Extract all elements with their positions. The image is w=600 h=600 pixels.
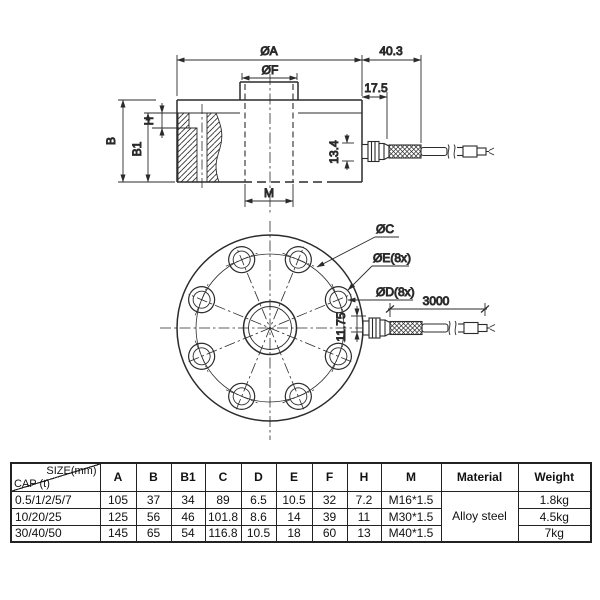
label-dia-d: ØD(8x) [376, 285, 415, 299]
cell-cap-2: 10/20/25 [10, 507, 101, 526]
leader-e [347, 265, 409, 291]
label-b1: B1 [130, 141, 144, 156]
cell-a-2: 125 [99, 507, 137, 526]
col-header-weight: Weight [517, 462, 592, 492]
cell-m-1: M16*1.5 [380, 490, 442, 509]
cell-e-3: 18 [275, 524, 313, 543]
cell-a-3: 145 [99, 524, 137, 543]
table-row: 10/20/25 125 56 46 101.8 8.6 14 39 11 M3… [10, 507, 592, 526]
cell-cap-3: 30/40/50 [10, 524, 101, 543]
label-dia-e: ØE(8x) [373, 251, 411, 265]
cell-e-2: 14 [275, 507, 313, 526]
label-134: 13.4 [327, 140, 341, 164]
hidden-bore-lines [244, 84, 294, 182]
size-axis-label: SIZE(mm) [46, 465, 97, 477]
cell-m-2: M30*1.5 [380, 507, 442, 526]
cell-d-2: 8.6 [240, 507, 277, 526]
col-header-b1: B1 [170, 462, 206, 492]
cell-c-1: 89 [204, 490, 242, 509]
col-header-h: H [346, 462, 382, 492]
col-header-e: E [275, 462, 313, 492]
body-outline [176, 81, 363, 183]
cell-b-3: 65 [135, 524, 172, 543]
cell-f-3: 60 [311, 524, 348, 543]
label-3000: 3000 [423, 294, 450, 308]
technical-drawing: ØA 40.3 ØF 17.5 B B1 H M 13.4 [104, 44, 496, 440]
cell-weight-1: 1.8kg [517, 490, 592, 509]
label-h: H [142, 117, 156, 126]
cell-f-2: 39 [311, 507, 348, 526]
label-m: M [264, 186, 274, 200]
plan-centerlines [160, 221, 386, 440]
cell-cap-1: 0.5/1/2/5/7 [10, 490, 101, 509]
label-175: 17.5 [364, 81, 388, 95]
cell-weight-3: 7kg [517, 524, 592, 543]
cell-m-3: M40*1.5 [380, 524, 442, 543]
section-hatching [177, 104, 223, 190]
cell-d-1: 6.5 [240, 490, 277, 509]
cell-h-1: 7.2 [346, 490, 382, 509]
label-dia-c: ØC [376, 222, 394, 236]
table-header-row: SIZE(mm) CAP (t) A B B1 C D E F H M Mate… [10, 462, 592, 492]
col-header-d: D [240, 462, 277, 492]
bolt-hole-set-4 [188, 283, 352, 373]
cell-f-1: 32 [311, 490, 348, 509]
cell-b1-3: 54 [170, 524, 206, 543]
label-403: 40.3 [379, 44, 403, 58]
dim-403 [361, 55, 422, 143]
cell-h-2: 11 [346, 507, 382, 526]
leader-c [316, 236, 399, 268]
dim-b [118, 99, 175, 183]
cell-material: Alloy steel [440, 490, 519, 543]
label-b: B [104, 137, 118, 145]
col-header-b: B [135, 462, 172, 492]
dim-h [152, 103, 189, 138]
cable-assembly-top [362, 317, 496, 339]
cell-h-3: 13 [346, 524, 382, 543]
cell-a-1: 105 [99, 490, 137, 509]
col-header-a: A [99, 462, 137, 492]
cell-c-3: 116.8 [204, 524, 242, 543]
dim-134 [342, 134, 354, 170]
col-header-c: C [204, 462, 242, 492]
cell-b-2: 56 [135, 507, 172, 526]
dim-175 [361, 92, 388, 139]
dim-f [241, 73, 298, 81]
spec-table: SIZE(mm) CAP (t) A B B1 C D E F H M Mate… [10, 462, 592, 543]
cap-axis-label: CAP (t) [14, 477, 50, 490]
bolt-hole-set-2 [225, 246, 315, 410]
dim-3000 [385, 303, 490, 317]
cell-d-3: 10.5 [240, 524, 277, 543]
label-1175: 11.75 [334, 312, 348, 341]
label-dia-a: ØA [260, 44, 277, 58]
table-corner-cell: SIZE(mm) CAP (t) [10, 462, 101, 492]
table-row: 0.5/1/2/5/7 105 37 34 89 6.5 10.5 32 7.2… [10, 490, 592, 543]
cell-b1-1: 34 [170, 490, 206, 509]
col-header-material: Material [440, 462, 519, 492]
top-view: ØC ØE(8x) ØD(8x) 11.75 3000 [160, 221, 496, 440]
col-header-m: M [380, 462, 442, 492]
label-dia-f: ØF [262, 63, 279, 77]
col-header-f: F [311, 462, 348, 492]
dim-m [244, 184, 294, 215]
cell-c-2: 101.8 [204, 507, 242, 526]
table-row: 30/40/50 145 65 54 116.8 10.5 18 60 13 M… [10, 524, 592, 543]
cell-b1-2: 46 [170, 507, 206, 526]
cell-weight-2: 4.5kg [517, 507, 592, 526]
cable-assembly-side [361, 140, 495, 163]
cell-e-1: 10.5 [275, 490, 313, 509]
cell-b-1: 37 [135, 490, 172, 509]
side-view: ØA 40.3 ØF 17.5 B B1 H M 13.4 [104, 44, 495, 215]
